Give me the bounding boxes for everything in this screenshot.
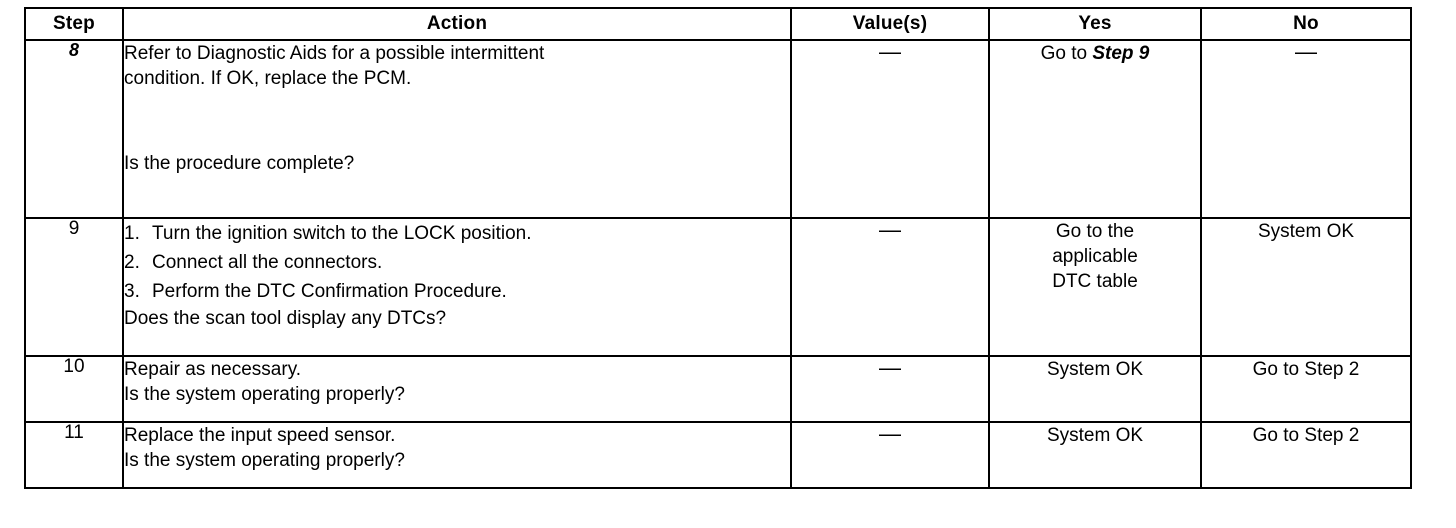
yes-text-prefix: Go to bbox=[1040, 43, 1093, 64]
table-row: 11 Replace the input speed sensor. Is th… bbox=[24, 421, 1412, 489]
yes-cell: Go to the applicable DTC table bbox=[988, 217, 1202, 357]
yes-cell: Go to Step 9 bbox=[988, 39, 1202, 219]
action-description: Repair as necessary. bbox=[124, 357, 790, 382]
value-cell: — bbox=[790, 355, 990, 423]
action-question: Is the system operating properly? bbox=[124, 384, 405, 405]
step-number-cell: 9 bbox=[24, 217, 124, 357]
step-number-cell: 8 bbox=[24, 39, 124, 219]
action-cell: Repair as necessary. Is the system opera… bbox=[122, 355, 792, 423]
value-dash: — bbox=[879, 355, 901, 380]
value-dash: — bbox=[879, 217, 901, 242]
action-description-line: Replace the input speed sensor. bbox=[124, 425, 396, 446]
no-dash: — bbox=[1295, 39, 1317, 64]
list-item: 3. Perform the DTC Confirmation Procedur… bbox=[124, 277, 790, 306]
yes-text: System OK bbox=[1046, 425, 1144, 446]
action-cell: Replace the input speed sensor. Is the s… bbox=[122, 421, 792, 489]
value-cell: — bbox=[790, 421, 990, 489]
table-row: 9 1. Turn the ignition switch to the LOC… bbox=[24, 217, 1412, 357]
no-text: Go to Step 2 bbox=[1252, 359, 1360, 380]
no-cell: Go to Step 2 bbox=[1200, 421, 1412, 489]
column-header-yes: Yes bbox=[988, 7, 1202, 41]
list-item-text: Connect all the connectors. bbox=[152, 252, 383, 273]
list-item-number: 2. bbox=[124, 252, 140, 273]
action-description-line: Refer to Diagnostic Aids for a possible … bbox=[124, 43, 545, 64]
yes-text-line: applicable bbox=[1052, 246, 1138, 267]
yes-text-reference: Step 9 bbox=[1092, 43, 1150, 64]
list-item: 2. Connect all the connectors. bbox=[124, 248, 790, 277]
list-item-text: Turn the ignition switch to the LOCK pos… bbox=[152, 223, 532, 244]
value-dash: — bbox=[879, 39, 901, 64]
action-description-line: Repair as necessary. bbox=[124, 359, 302, 380]
action-question: Is the system operating properly? bbox=[124, 450, 405, 471]
no-cell: System OK bbox=[1200, 217, 1412, 357]
table-body: 8 Refer to Diagnostic Aids for a possibl… bbox=[24, 39, 1412, 489]
diagnostic-procedure-table: Step Action Value(s) Yes No 8 Refer to D… bbox=[24, 7, 1412, 489]
step-number-cell: 10 bbox=[24, 355, 124, 423]
action-question: Is the procedure complete? bbox=[124, 153, 355, 174]
action-cell: 1. Turn the ignition switch to the LOCK … bbox=[122, 217, 792, 357]
table-row: 8 Refer to Diagnostic Aids for a possibl… bbox=[24, 39, 1412, 219]
yes-cell: System OK bbox=[988, 355, 1202, 423]
action-description: Refer to Diagnostic Aids for a possible … bbox=[124, 41, 790, 91]
header-row: Step Action Value(s) Yes No bbox=[24, 7, 1412, 41]
table-row: 10 Repair as necessary. Is the system op… bbox=[24, 355, 1412, 423]
column-header-value: Value(s) bbox=[790, 7, 990, 41]
action-step-list: 1. Turn the ignition switch to the LOCK … bbox=[124, 219, 790, 306]
action-question: Does the scan tool display any DTCs? bbox=[124, 308, 447, 329]
list-item-number: 3. bbox=[124, 281, 140, 302]
no-cell: — bbox=[1200, 39, 1412, 219]
column-header-action: Action bbox=[122, 7, 792, 41]
yes-text: Go to Step 9 bbox=[1041, 43, 1150, 64]
value-cell: — bbox=[790, 217, 990, 357]
value-cell: — bbox=[790, 39, 990, 219]
yes-text: System OK bbox=[1046, 359, 1144, 380]
no-text: Go to Step 2 bbox=[1252, 425, 1360, 446]
action-description: Replace the input speed sensor. bbox=[124, 423, 790, 448]
table-header: Step Action Value(s) Yes No bbox=[24, 7, 1412, 41]
action-cell: Refer to Diagnostic Aids for a possible … bbox=[122, 39, 792, 219]
list-item-number: 1. bbox=[124, 223, 140, 244]
yes-cell: System OK bbox=[988, 421, 1202, 489]
yes-text-line: Go to the bbox=[1055, 221, 1135, 242]
value-dash: — bbox=[879, 421, 901, 446]
step-number-cell: 11 bbox=[24, 421, 124, 489]
column-header-no: No bbox=[1200, 7, 1412, 41]
yes-text-line: DTC table bbox=[1052, 271, 1138, 292]
action-description-line: condition. If OK, replace the PCM. bbox=[124, 68, 412, 89]
list-item: 1. Turn the ignition switch to the LOCK … bbox=[124, 219, 790, 248]
no-text: System OK bbox=[1257, 221, 1355, 242]
column-header-step: Step bbox=[24, 7, 124, 41]
no-cell: Go to Step 2 bbox=[1200, 355, 1412, 423]
list-item-text: Perform the DTC Confirmation Procedure. bbox=[152, 281, 507, 302]
